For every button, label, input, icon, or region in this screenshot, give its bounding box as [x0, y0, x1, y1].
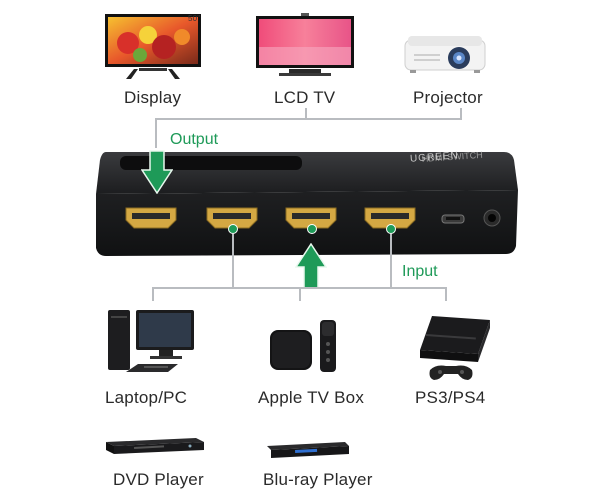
lcd-tv-device [255, 13, 355, 79]
output-drop-display [155, 118, 157, 148]
apple-tv-label: Apple TV Box [258, 388, 365, 407]
display-device [104, 13, 202, 79]
dvd-label: DVD Player [113, 470, 204, 489]
input-arrow-icon [295, 243, 327, 289]
laptop-pc-device [104, 306, 198, 376]
output-bus-line [155, 118, 462, 120]
ir-jack [483, 209, 501, 227]
port-dot-1 [228, 224, 238, 234]
bluray-player-device [265, 438, 351, 460]
hdmi-port-in-2 [284, 206, 338, 230]
projector-label: Projector [413, 88, 483, 107]
ps-console-device [416, 310, 496, 384]
output-drop-tv [305, 108, 307, 120]
dvd-player-device [104, 432, 206, 456]
input-drop-3 [390, 234, 392, 288]
input-drop-apple [299, 287, 301, 301]
hdmi-port-in-3 [363, 206, 417, 230]
tv-size-label: 50" [188, 14, 201, 23]
apple-tv-device [268, 318, 342, 374]
laptop-pc-label: Laptop/PC [105, 388, 188, 407]
output-arrow-icon [141, 150, 173, 194]
output-tag: Output [170, 131, 219, 148]
input-drop-1 [232, 234, 234, 288]
output-drop-projector [460, 108, 462, 120]
lcd-tv-label: LCD TV [274, 88, 336, 107]
bluray-label: Blu-ray Player [263, 470, 373, 489]
input-drop-laptop [152, 287, 154, 301]
hdmi-port-out [124, 206, 178, 230]
projector-device [402, 32, 488, 78]
port-dot-3 [386, 224, 396, 234]
hdmi-port-in-1 [205, 206, 259, 230]
input-drop-ps [445, 287, 447, 301]
display-label: Display [124, 88, 182, 107]
input-tag: Input [402, 263, 438, 280]
micro-usb-port [441, 214, 465, 224]
port-dot-2 [307, 224, 317, 234]
ps-label: PS3/PS4 [415, 388, 486, 407]
svg-text:HDMI SWITCH: HDMI SWITCH [421, 150, 483, 164]
